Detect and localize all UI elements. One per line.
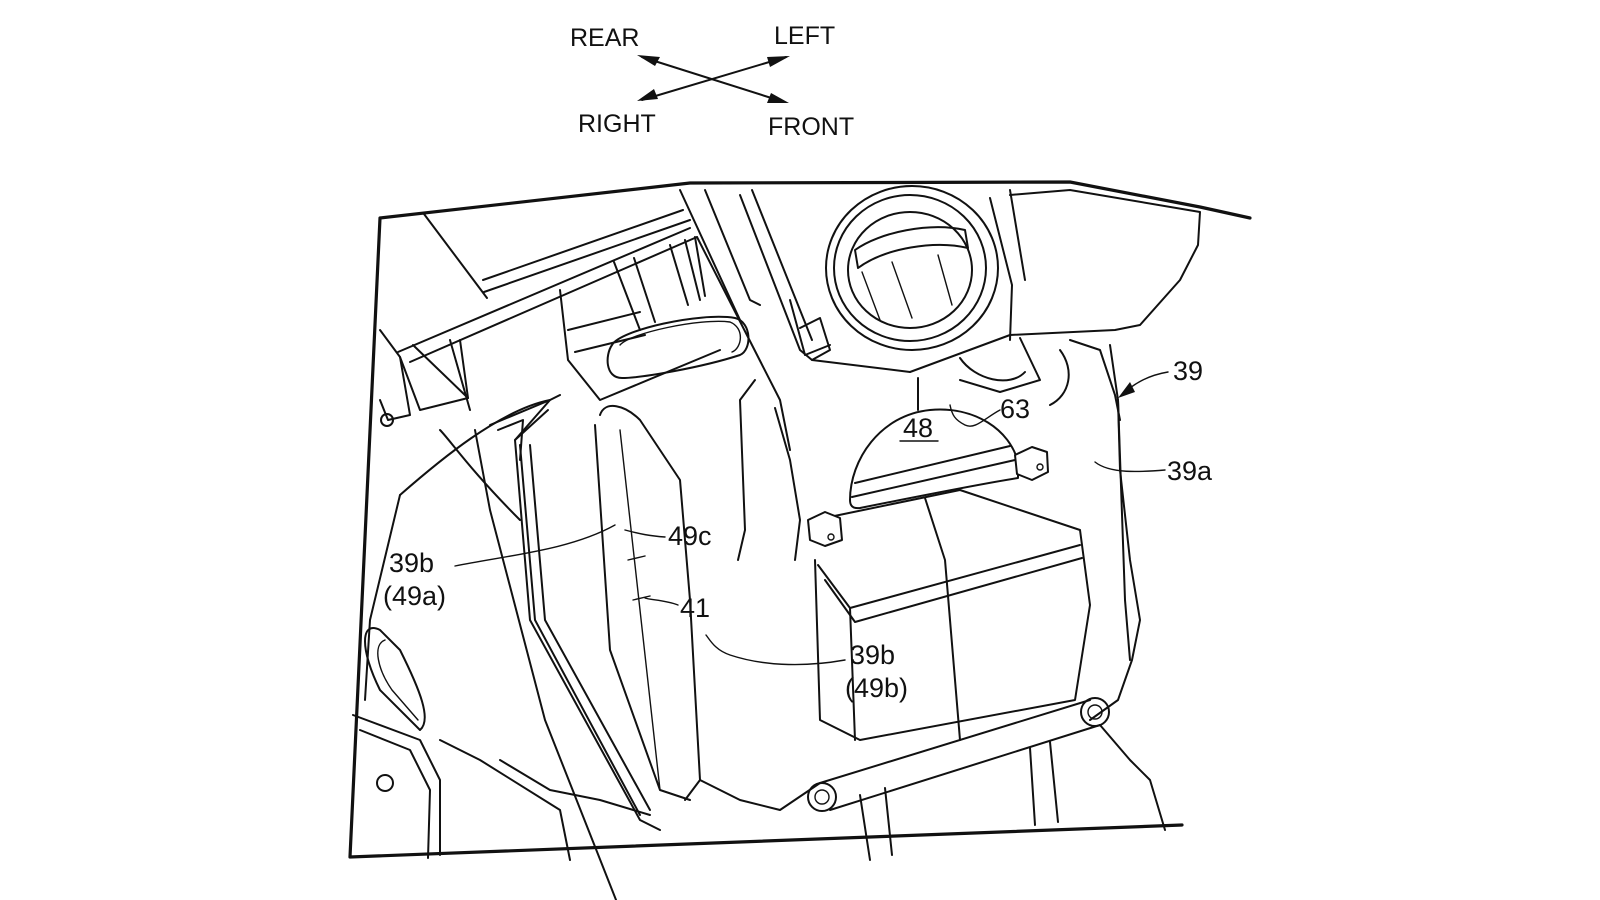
leader-63 bbox=[949, 404, 1001, 427]
reference-labels: 39 39a 63 48 49c 39b (49a) 41 39b (49b) bbox=[383, 356, 1213, 703]
label-49a: (49a) bbox=[383, 581, 446, 611]
lower-block bbox=[807, 446, 1091, 741]
mounting-block-right bbox=[1014, 446, 1049, 481]
bolt-icon bbox=[807, 782, 837, 812]
label-49c: 49c bbox=[668, 521, 712, 551]
direction-rear: REAR bbox=[570, 24, 639, 52]
direction-right: RIGHT bbox=[578, 110, 656, 138]
upper-right-cover bbox=[909, 189, 1201, 421]
oval-boss bbox=[606, 315, 750, 379]
right-left-arrow-shaft bbox=[641, 56, 787, 101]
label-39b-a: 39b bbox=[389, 548, 434, 578]
label-39b-b: 39b bbox=[850, 640, 895, 670]
bolt-icon bbox=[1080, 697, 1110, 727]
drawing-boundary bbox=[348, 180, 1252, 859]
leader-41 bbox=[644, 597, 679, 606]
intake-port bbox=[799, 185, 1026, 361]
right-side-panel bbox=[1089, 344, 1141, 721]
mounting-block-left bbox=[807, 511, 843, 547]
bolt-icon bbox=[380, 413, 394, 427]
left-arrowhead-icon bbox=[767, 56, 790, 67]
central-duct bbox=[696, 189, 911, 561]
label-48: 48 bbox=[903, 413, 933, 443]
right-arrowhead-icon bbox=[637, 89, 658, 101]
upper-left-housing bbox=[379, 189, 761, 427]
front-arrowhead-icon bbox=[767, 93, 789, 103]
label-39: 39 bbox=[1173, 356, 1203, 386]
leader-lines bbox=[454, 371, 1169, 666]
direction-front: FRONT bbox=[768, 113, 854, 141]
direction-left: LEFT bbox=[774, 22, 835, 50]
bolt-icon bbox=[376, 774, 394, 792]
label-63: 63 bbox=[1000, 394, 1030, 424]
leader-39b-49a bbox=[454, 524, 616, 567]
label-41: 41 bbox=[680, 593, 710, 623]
left-duct bbox=[352, 394, 821, 900]
label-49b: (49b) bbox=[845, 673, 908, 703]
bottom-crossbar bbox=[807, 697, 1166, 861]
orientation-indicator: REAR LEFT RIGHT FRONT bbox=[570, 22, 854, 141]
leader-49c bbox=[624, 529, 666, 538]
label-39a: 39a bbox=[1167, 456, 1213, 486]
leader-39-arrowhead-icon bbox=[1118, 382, 1135, 398]
part-48-half-round bbox=[849, 377, 1019, 510]
rear-arrowhead-icon bbox=[637, 55, 660, 66]
leader-39b-49b bbox=[705, 634, 846, 666]
leader-39a bbox=[1094, 461, 1166, 473]
